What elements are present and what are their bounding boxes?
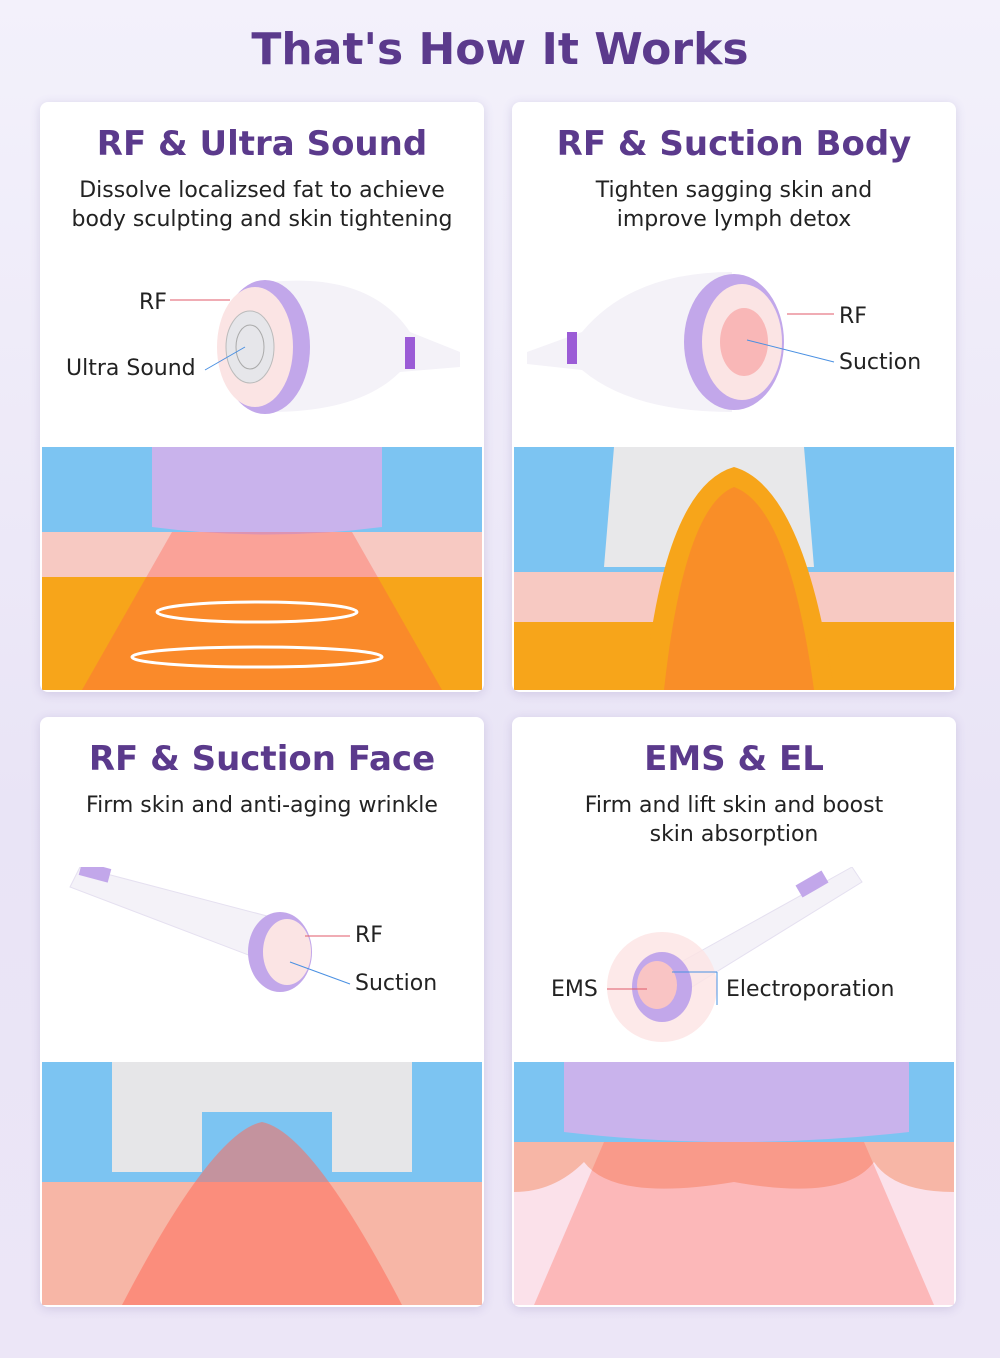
- label-ultra-sound: Ultra Sound: [66, 356, 196, 381]
- skin-suction-illustration: [514, 447, 954, 690]
- card-rf-ultrasound: RF & Ultra Sound Dissolve localizsed fat…: [40, 102, 484, 692]
- label-rf: RF: [839, 304, 867, 329]
- ultrasound-handpiece-image: [170, 280, 460, 414]
- label-ems: EMS: [551, 977, 598, 1002]
- fat-dissolve-illustration: [42, 447, 482, 690]
- card-rf-suction-face: RF & Suction Face Firm skin and anti-agi…: [40, 717, 484, 1307]
- face-skin-suction-illustration: [42, 1062, 482, 1305]
- card-description: Firm skin and anti-aging wrinkle: [86, 793, 438, 818]
- card-heading: RF & Suction Body: [556, 124, 912, 164]
- face-suction-handpiece-image: [69, 867, 351, 992]
- card-heading: RF & Suction Face: [88, 739, 436, 779]
- label-electroporation: Electroporation: [726, 977, 895, 1002]
- label-suction: Suction: [839, 350, 922, 375]
- body-suction-handpiece-image: [527, 272, 835, 412]
- label-suction: Suction: [355, 971, 438, 996]
- label-rf: RF: [139, 290, 167, 315]
- ems-el-handpiece-image: [607, 867, 863, 1042]
- skin-absorption-illustration: [514, 1062, 954, 1305]
- card-rf-suction-body: RF & Suction Body Tighten sagging skin a…: [512, 102, 956, 692]
- card-heading: RF & Ultra Sound: [96, 124, 428, 164]
- label-rf: RF: [355, 923, 383, 948]
- card-heading: EMS & EL: [644, 739, 824, 779]
- page-title: That's How It Works: [251, 24, 749, 75]
